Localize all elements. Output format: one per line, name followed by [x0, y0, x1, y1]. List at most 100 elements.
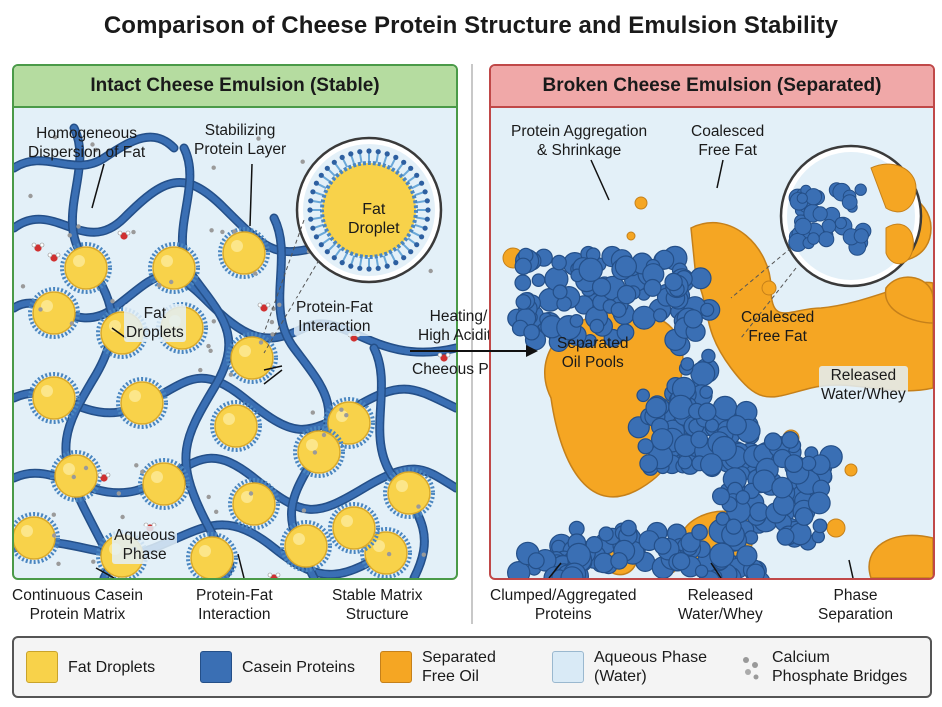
- calcium-bridge-dot: [52, 513, 56, 517]
- calcium-bridge-dot: [270, 320, 274, 324]
- protein-head: [385, 264, 390, 269]
- protein-head: [425, 217, 430, 222]
- calcium-bridge-dot: [322, 433, 326, 437]
- transition-arrow-icon: [410, 344, 540, 358]
- fat-highlight: [41, 385, 53, 397]
- calcium-bridge-dot: [416, 504, 420, 508]
- fat-droplet: [33, 292, 75, 334]
- protein-head: [357, 149, 362, 154]
- calcium-bridge-dot: [220, 230, 224, 234]
- aggregated-protein: [640, 455, 658, 473]
- fat-droplet: [55, 455, 97, 497]
- fat-highlight: [63, 463, 75, 475]
- label-fat-droplets: FatDroplets: [124, 304, 186, 342]
- protein-head: [401, 160, 406, 165]
- calcium-bridge-dot: [387, 552, 391, 556]
- casein-strand-outline: [14, 183, 314, 252]
- aggregated-protein: [713, 488, 730, 505]
- legend-item-casein: Casein Proteins: [200, 638, 355, 696]
- aggregated-protein: [777, 528, 794, 545]
- legend-swatch-free-oil: [380, 651, 412, 683]
- intact-emulsion-illustration: [14, 108, 456, 578]
- aggregated-protein: [618, 286, 636, 304]
- calcium-bridge-dot: [68, 233, 72, 237]
- protein-head: [357, 266, 362, 271]
- aggregated-protein: [700, 386, 712, 398]
- label-protein-aggregation: Protein Aggregation& Shrinkage: [511, 122, 647, 160]
- calcium-bridge-dot: [120, 515, 124, 519]
- aggregated-protein: [553, 285, 567, 299]
- inset-protein: [813, 207, 827, 221]
- protein-head: [340, 260, 345, 265]
- figure-title: Comparison of Cheese Protein Structure a…: [0, 12, 942, 40]
- fat-droplet: [215, 405, 257, 447]
- fat-droplet: [231, 337, 273, 379]
- aggregated-protein: [684, 310, 702, 328]
- protein-head: [348, 151, 353, 156]
- aggregated-protein: [785, 455, 803, 473]
- inset-protein: [842, 195, 857, 210]
- calcium-bridge-dot: [311, 410, 315, 414]
- aggregated-protein: [701, 303, 714, 316]
- process-label: Heating/High Acidity: [418, 307, 499, 345]
- label-pointer: [591, 160, 609, 200]
- calcium-bridge-dot: [339, 408, 343, 412]
- calcium-bridge-dot: [249, 491, 253, 495]
- water-hydrogen: [118, 231, 122, 235]
- inset-protein: [808, 233, 820, 245]
- label-protein-fat-interaction: Protein-FatInteraction: [294, 298, 375, 336]
- aggregated-protein: [727, 416, 746, 435]
- legend-swatch-aqueous: [552, 651, 584, 683]
- aggregated-protein: [515, 258, 531, 274]
- inset-protein: [835, 218, 846, 229]
- legend-label-fat: Fat Droplets: [68, 658, 155, 677]
- fat-droplet: [388, 472, 430, 514]
- protein-head: [310, 189, 315, 194]
- free-oil-droplet: [635, 197, 647, 209]
- aggregated-protein: [802, 456, 816, 470]
- legend-label-calcium: CalciumPhosphate Bridges: [772, 648, 907, 686]
- calcium-bridge-dot: [302, 508, 306, 512]
- legend-item-fat: Fat Droplets: [26, 638, 155, 696]
- inset-protein: [854, 229, 868, 243]
- fat-highlight: [396, 480, 408, 492]
- aggregated-protein: [726, 519, 741, 534]
- legend-label-aqueous: Aqueous Phase(Water): [594, 648, 707, 686]
- aggregated-protein: [611, 303, 626, 318]
- water-hydrogen: [98, 473, 102, 477]
- calcium-bridge-dot: [429, 269, 433, 273]
- calcium-bridge-dot: [207, 495, 211, 499]
- legend-item-calcium: CalciumPhosphate Bridges: [740, 638, 907, 696]
- water-hydrogen: [258, 303, 262, 307]
- calcium-bridge-dot: [209, 228, 213, 232]
- aggregated-protein: [681, 358, 694, 371]
- protein-head: [401, 255, 406, 260]
- protein-head: [376, 149, 381, 154]
- calcium-bridge-dot: [277, 303, 281, 307]
- aggregated-protein: [652, 429, 673, 450]
- water-hydrogen: [40, 243, 44, 247]
- calcium-bridge-dot: [84, 466, 88, 470]
- free-oil-droplet: [827, 519, 845, 537]
- fat-highlight: [293, 533, 305, 545]
- aggregated-protein: [765, 433, 782, 450]
- calcium-bridge-dot: [91, 560, 95, 564]
- intact-panel-header: Intact Cheese Emulsion (Stable): [14, 66, 456, 108]
- protein-head: [366, 266, 371, 271]
- label-coalesced-top: CoalescedFree Fat: [691, 122, 764, 160]
- label-homogeneous: HomogeneousDispersion of Fat: [28, 124, 145, 162]
- fat-droplet: [285, 525, 327, 567]
- aggregated-protein: [691, 431, 708, 448]
- legend-swatch-casein: [200, 651, 232, 683]
- calcium-bridge-dot: [72, 475, 76, 479]
- inset-protein: [855, 184, 866, 195]
- fat-highlight: [239, 345, 251, 357]
- calcium-bridge-dot: [52, 533, 56, 537]
- protein-head: [307, 207, 312, 212]
- bottom-label-clumped: Clumped/AggregatedProteins: [490, 586, 637, 624]
- calcium-bridge-dot: [56, 562, 60, 566]
- aggregated-protein: [696, 565, 708, 577]
- calcium-bridge-dot: [344, 413, 348, 417]
